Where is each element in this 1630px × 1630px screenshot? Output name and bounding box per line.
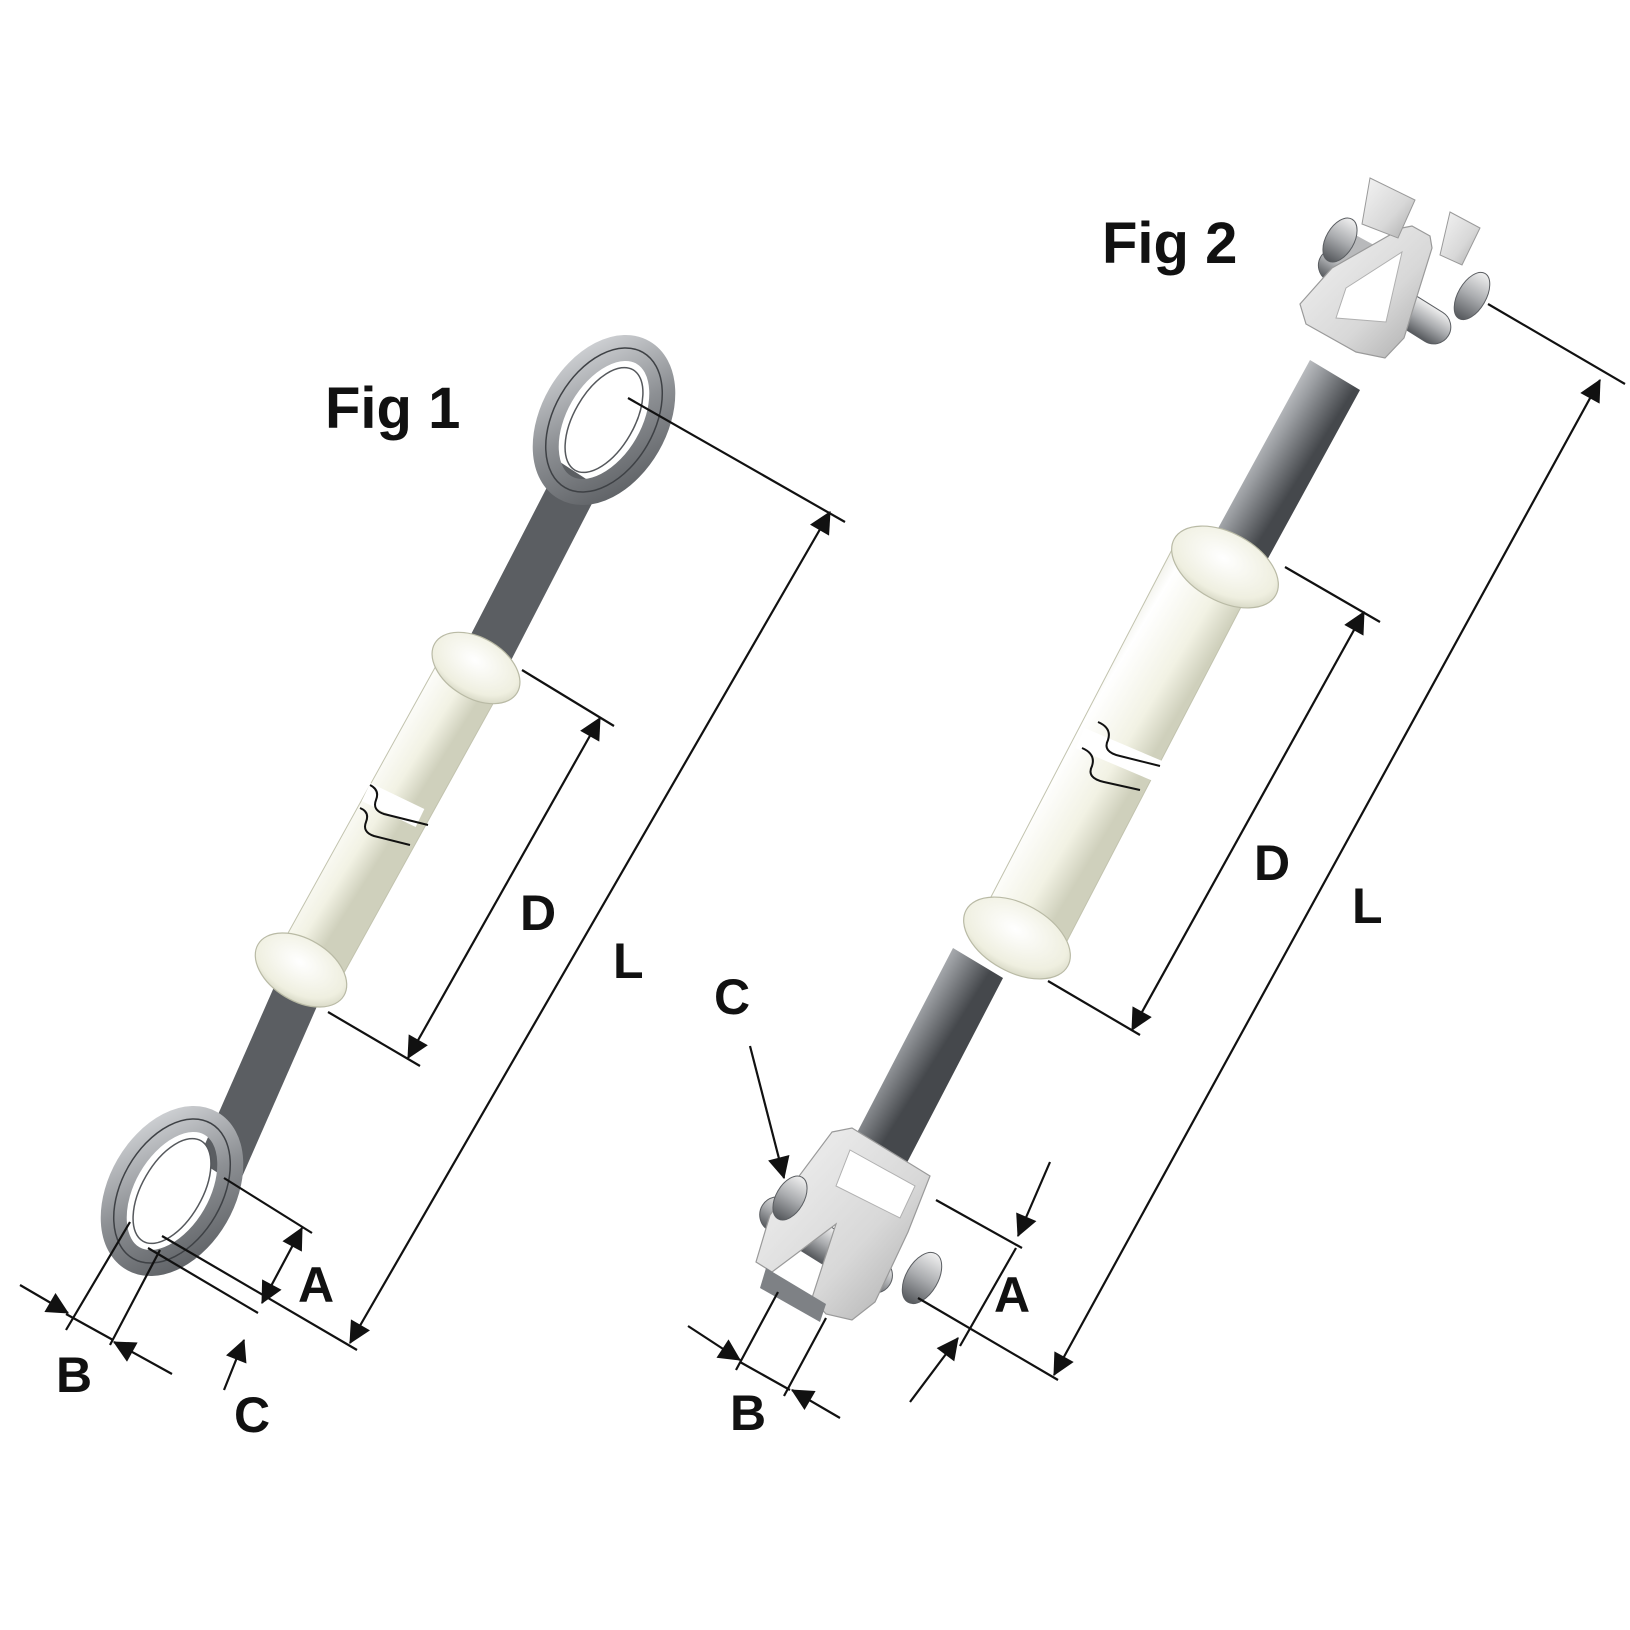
fig1-dimension-B: B (19, 1221, 173, 1403)
fig1-bottom-oval-eye (100, 1105, 244, 1277)
fig1-lower-shed (254, 932, 348, 1008)
fig1-dimension-D: D (327, 669, 615, 1067)
fig1-dimension-C: C (147, 1247, 270, 1443)
fig1-insulator-rod (100, 334, 676, 1277)
fig2-top-clevis (1299, 177, 1491, 359)
fig2-bottom-clevis (755, 1127, 943, 1322)
fig1-dimension-L: L (161, 397, 846, 1351)
fig2-dimension-B: B (687, 1291, 841, 1441)
fig2-insulator-rod (755, 177, 1491, 1322)
fig1-label-L: L (613, 933, 644, 989)
fig2-label-D: D (1254, 835, 1290, 891)
fig1-lower-metal-rod (198, 978, 318, 1186)
fig1-dimension-A: A (223, 1177, 334, 1313)
fig1-label-B: B (56, 1347, 92, 1403)
fig1-insulator-body (281, 663, 496, 981)
fig1-title: Fig 1 (325, 376, 460, 441)
fig1-label-A: A (298, 1257, 334, 1313)
fig2-dimension-D: D (1047, 566, 1381, 1036)
fig2-lower-metal-rod (848, 948, 1003, 1180)
fig1-label-C: C (234, 1387, 270, 1443)
fig2-dimension-A: A (909, 1161, 1052, 1403)
figure-2: Fig 2 (687, 177, 1626, 1441)
fig2-dimension-C: C (714, 969, 790, 1180)
fig1-label-D: D (520, 885, 556, 941)
fig1-top-oval-eye (532, 334, 676, 506)
fig2-label-B: B (730, 1385, 766, 1441)
fig2-title: Fig 2 (1102, 211, 1237, 276)
figure-1: Fig 1 (19, 334, 846, 1443)
fig2-label-A: A (994, 1267, 1030, 1323)
fig2-label-L: L (1352, 878, 1383, 934)
fig2-label-C: C (714, 969, 750, 1025)
